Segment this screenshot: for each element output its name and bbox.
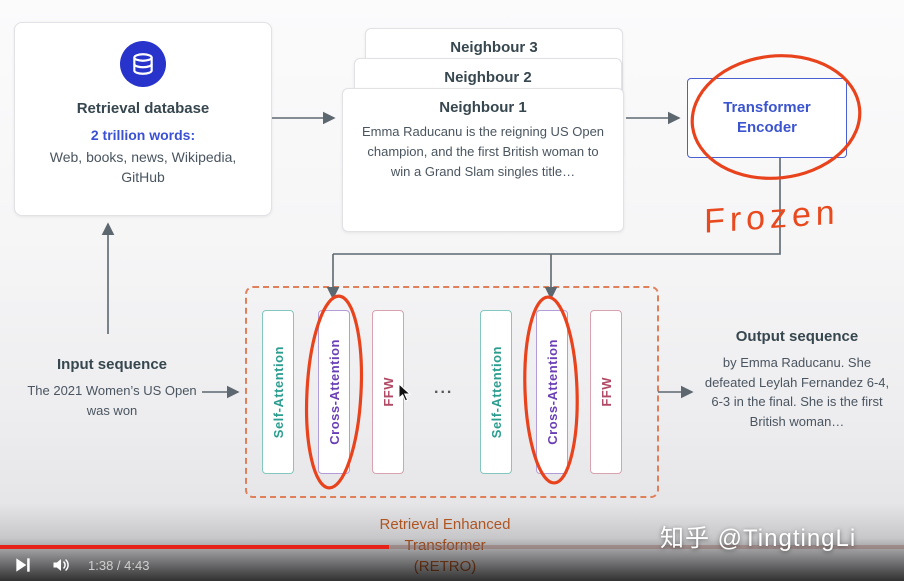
- output-sequence-title: Output sequence: [735, 328, 859, 345]
- mouse-cursor-icon: [398, 384, 412, 402]
- player-bottom-gradient: [0, 503, 904, 581]
- neighbour-2-title: Neighbour 2: [444, 69, 532, 86]
- neighbour-1-title: Neighbour 1: [439, 99, 527, 116]
- transformer-encoder-label: Transformer Encoder: [723, 98, 811, 136]
- time-display: 1:38 / 4:43: [88, 557, 150, 573]
- decoder-ellipsis: ...: [434, 380, 454, 397]
- output-sequence-body: by Emma Raducanu. She defeated Leylah Fe…: [704, 355, 890, 429]
- progress-bar[interactable]: [0, 545, 904, 549]
- neighbour-card-1: Neighbour 1 Emma Raducanu is the reignin…: [342, 88, 624, 232]
- neighbour-3-title: Neighbour 3: [450, 39, 538, 56]
- frozen-annotation: Frozen: [704, 193, 840, 241]
- player-controls: 1:38 / 4:43: [0, 549, 149, 581]
- retrieval-card-highlight: 2 trillion words:: [90, 127, 196, 143]
- next-button[interactable]: [12, 554, 34, 576]
- input-sequence-title: Input sequence: [56, 356, 168, 373]
- output-sequence: Output sequence by Emma Raducanu. She de…: [700, 328, 894, 431]
- cross-attention-block-1: Cross-Attention: [318, 310, 350, 474]
- self-attention-block-1: Self-Attention: [262, 310, 294, 474]
- ffw-block-2: FFW: [590, 310, 622, 474]
- watermark: 知乎 @TingtingLi: [660, 525, 857, 552]
- retrieval-card-title: Retrieval database: [76, 100, 210, 117]
- retrieval-database-card: Retrieval database 2 trillion words: Web…: [14, 22, 272, 216]
- volume-button[interactable]: [50, 554, 72, 576]
- input-sequence: Input sequence The 2021 Women’s US Open …: [22, 356, 202, 420]
- retrieval-card-body: Web, books, news, Wikipedia, GitHub: [49, 149, 237, 186]
- progress-fill: [0, 545, 389, 549]
- neighbour-1-body: Emma Raducanu is the reigning US Open ch…: [361, 124, 605, 180]
- input-sequence-body: The 2021 Women’s US Open was won: [27, 383, 197, 418]
- transformer-encoder-box: Transformer Encoder: [687, 78, 847, 158]
- cross-attention-block-2: Cross-Attention: [536, 310, 568, 474]
- database-icon: [120, 41, 166, 87]
- self-attention-block-2: Self-Attention: [480, 310, 512, 474]
